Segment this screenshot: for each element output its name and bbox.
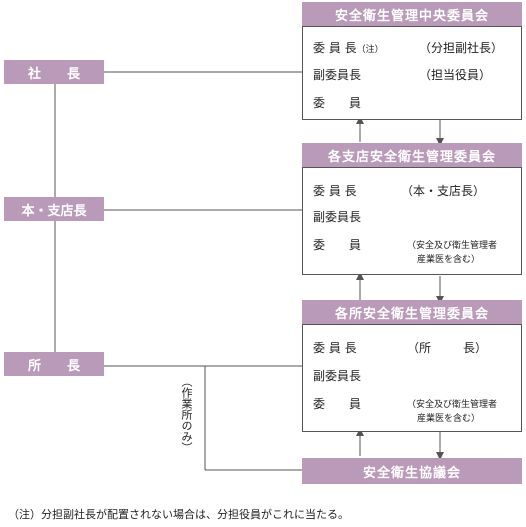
site-chair-role-close: 長）: [463, 341, 488, 355]
council-title: 安全衛生協議会: [362, 465, 461, 481]
site-chair-role-open: （所: [407, 341, 432, 355]
branch-committee-box: 委 員 長 （本・支店長） 副委員長 委 員 （安全及び衛生管理者 産業医を含む…: [302, 167, 522, 275]
site-member-role-2: 産業医を含む）: [417, 414, 481, 424]
president-label: 社 長: [28, 63, 80, 82]
site-vice: 副委員長: [313, 369, 362, 383]
central-chair: 委 員 長（注）: [313, 39, 384, 56]
president-label-2: 長: [66, 66, 80, 82]
branch-committee-title: 各支店安全衛生管理委員会: [327, 149, 496, 165]
site-only-note: （作業所のみ）: [180, 376, 193, 453]
central-chair-label: 委 員 長: [313, 41, 357, 55]
branch-member-role-1: （安全及び衛生管理者: [407, 241, 498, 251]
branch-committee-header: 各支店安全衛生管理委員会: [302, 143, 522, 167]
branch-vice: 副委員長: [313, 210, 362, 224]
site-chair: 委 員 長: [313, 341, 357, 355]
site-committee-box: 委 員 長 （所 長） 副委員長 委 員 （安全及び衛生管理者 産業医を含む）: [302, 324, 522, 432]
central-committee-box: 委 員 長（注） （分担副社長） 副委員長 （担当役員） 委 員: [302, 26, 522, 120]
central-member: 委 員: [313, 96, 362, 110]
site-manager-label-2: 長: [66, 358, 80, 374]
site-committee-header: 各所安全衛生管理委員会: [302, 300, 522, 324]
footnote: （注）分担副社長が配置されない場合は、分担役員がこれに当たる。: [8, 508, 349, 521]
central-chair-note: （注）: [356, 45, 384, 55]
president-label-1: 社: [28, 66, 42, 82]
central-vice-role: （担当役員）: [419, 68, 492, 82]
council-header: 安全衛生協議会: [302, 458, 522, 484]
site-member: 委 員: [313, 397, 362, 411]
branch-member-role-2: 産業医を含む）: [417, 255, 481, 265]
branch-manager-label: 本・支店長: [21, 203, 87, 219]
site-member-role-1: （安全及び衛生管理者: [407, 400, 498, 410]
site-committee-title: 各所安全衛生管理委員会: [334, 306, 489, 322]
central-vice: 副委員長: [313, 68, 362, 82]
central-committee-header: 安全衛生管理中央委員会: [302, 2, 522, 26]
branch-manager-box: 本・支店長: [4, 197, 104, 221]
central-chair-role: （分担副社長）: [419, 41, 504, 55]
branch-chair: 委 員 長: [313, 184, 357, 198]
site-manager-box: 所 長: [4, 352, 104, 376]
branch-member: 委 員: [313, 238, 362, 252]
branch-chair-role: （本・支店長）: [401, 184, 486, 198]
site-manager-label-1: 所: [28, 358, 42, 374]
site-manager-label: 所 長: [28, 355, 80, 374]
president-box: 社 長: [4, 60, 104, 84]
central-committee-title: 安全衛生管理中央委員会: [334, 8, 489, 24]
